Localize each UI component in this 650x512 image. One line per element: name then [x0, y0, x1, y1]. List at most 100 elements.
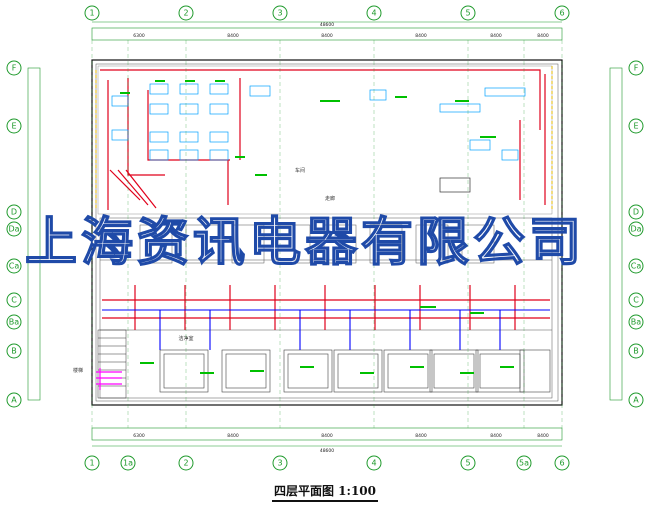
- boundary-dashed: [95, 66, 553, 210]
- axis-bubble: F: [6, 60, 22, 76]
- axis-bubble: 5: [460, 5, 476, 21]
- axis-bubble: B: [6, 343, 22, 359]
- svg-text:A: A: [11, 396, 17, 405]
- svg-text:Ca: Ca: [9, 262, 20, 271]
- bottom-segment-1: 6300: [133, 433, 145, 439]
- axis-bubble: 4: [366, 455, 382, 471]
- svg-text:4: 4: [371, 9, 376, 18]
- axis-bubble: Da: [6, 221, 22, 237]
- svg-text:4: 4: [371, 459, 376, 468]
- svg-text:3: 3: [277, 9, 282, 18]
- svg-text:3: 3: [277, 459, 282, 468]
- axis-bubble: 6: [554, 5, 570, 21]
- lower-tags: [140, 306, 514, 374]
- bottom-segment-4: 8400: [415, 433, 427, 439]
- axis-bubble: Da: [628, 221, 644, 237]
- equipment-tags: [120, 80, 496, 176]
- svg-text:1a: 1a: [123, 459, 133, 468]
- axis-bubble: 2: [178, 455, 194, 471]
- axis-bubble: 3: [272, 5, 288, 21]
- row-axis-right: F E D Da Ca C Ba B A: [628, 60, 644, 408]
- svg-text:B: B: [11, 347, 17, 356]
- svg-text:5: 5: [465, 459, 470, 468]
- special-equipment: [96, 368, 122, 390]
- column-axis-top: 1 2 3 4 5 6: [84, 5, 570, 21]
- axis-bubble: D: [628, 204, 644, 220]
- drawing-title-wrap: 四层平面图 1:100: [0, 482, 650, 502]
- svg-text:E: E: [633, 122, 638, 131]
- axis-bubble: Ca: [628, 258, 644, 274]
- svg-text:1: 1: [89, 9, 94, 18]
- axis-bubble: 5a: [516, 455, 532, 471]
- axis-bubble: 4: [366, 5, 382, 21]
- svg-text:2: 2: [183, 459, 188, 468]
- svg-text:6: 6: [559, 459, 564, 468]
- upper-hall: 走廊 车间: [97, 65, 553, 215]
- building-outline: [91, 59, 563, 406]
- drawing-title: 四层平面图 1:100: [271, 482, 378, 502]
- axis-bubble: E: [628, 118, 644, 134]
- svg-text:F: F: [634, 64, 639, 73]
- svg-text:5a: 5a: [519, 459, 529, 468]
- svg-text:A: A: [633, 396, 639, 405]
- top-segment-2: 8400: [227, 33, 239, 39]
- svg-text:Ca: Ca: [631, 262, 642, 271]
- svg-text:1: 1: [89, 459, 94, 468]
- svg-text:C: C: [11, 296, 17, 305]
- top-segment-6: 8400: [537, 33, 549, 39]
- axis-bubble: Ba: [6, 314, 22, 330]
- axis-bubble: 1: [84, 5, 100, 21]
- bottom-segment-5: 8400: [490, 433, 502, 439]
- svg-text:Da: Da: [8, 225, 19, 234]
- axis-bubble: 2: [178, 5, 194, 21]
- axis-bubble: 1a: [120, 455, 136, 471]
- svg-text:D: D: [633, 208, 639, 217]
- hvac-lines: [102, 309, 550, 350]
- axis-bubble: A: [628, 392, 644, 408]
- svg-text:Da: Da: [630, 225, 641, 234]
- axis-bubble: B: [628, 343, 644, 359]
- lower-power-bus: [102, 285, 550, 330]
- svg-text:Ba: Ba: [9, 318, 19, 327]
- axis-bubble: Ca: [6, 258, 22, 274]
- top-segment-4: 8400: [415, 33, 427, 39]
- svg-text:6: 6: [559, 9, 564, 18]
- svg-text:2: 2: [183, 9, 188, 18]
- axis-bubble: C: [6, 292, 22, 308]
- bottom-total-dimension: 48600: [320, 448, 334, 454]
- column-axis-bottom: 1 1a 2 3 4 5 5a 6: [84, 455, 570, 471]
- bottom-segment-2: 8400: [227, 433, 239, 439]
- lower-bays: [99, 217, 553, 399]
- bottom-segment-3: 8400: [321, 433, 333, 439]
- top-total-dimension: 48600: [320, 22, 334, 28]
- top-segment-3: 8400: [321, 33, 333, 39]
- axis-bubble: F: [628, 60, 644, 76]
- axis-bubble: 1: [84, 455, 100, 471]
- axis-bubble: A: [6, 392, 22, 408]
- svg-text:5: 5: [465, 9, 470, 18]
- dimension-texts: 48600 48600 6300 8400 8400 8400 8400 840…: [133, 22, 549, 454]
- power-trunk-lines: [100, 69, 546, 210]
- axis-bubble: 5: [460, 455, 476, 471]
- axis-bubble: D: [6, 204, 22, 220]
- svg-text:Ba: Ba: [631, 318, 641, 327]
- row-axis-left: F E D Da Ca C Ba B A: [6, 60, 22, 408]
- axis-bubble: C: [628, 292, 644, 308]
- svg-text:C: C: [633, 296, 639, 305]
- stair: [97, 329, 127, 399]
- stair-label: 楼梯: [73, 367, 83, 374]
- axis-bubble: 3: [272, 455, 288, 471]
- dimension-frame: [27, 21, 623, 447]
- axis-bubble: Ba: [628, 314, 644, 330]
- svg-text:F: F: [12, 64, 17, 73]
- cleanroom-label: 洁净室: [178, 335, 193, 342]
- svg-text:E: E: [11, 122, 16, 131]
- top-segment-1: 6300: [133, 33, 145, 39]
- top-segment-5: 8400: [490, 33, 502, 39]
- bottom-segment-6: 8400: [537, 433, 549, 439]
- hall-label: 车间: [295, 167, 305, 174]
- svg-text:B: B: [633, 347, 639, 356]
- grid-lines: [91, 40, 563, 428]
- axis-bubble: E: [6, 118, 22, 134]
- svg-text:D: D: [11, 208, 17, 217]
